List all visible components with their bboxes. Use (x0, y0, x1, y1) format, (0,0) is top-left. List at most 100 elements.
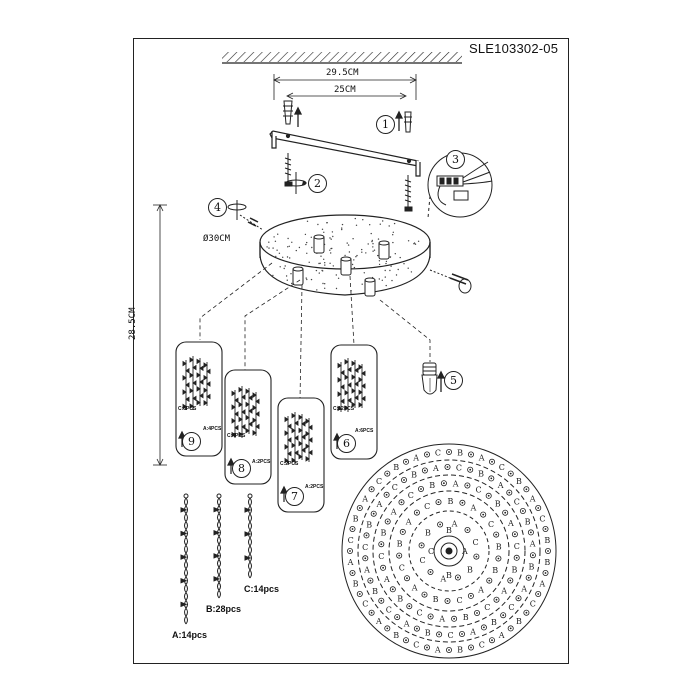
canopy-dot (392, 241, 394, 244)
ring-bead-core (461, 633, 463, 635)
canopy-dot (372, 243, 374, 245)
ring-bead-core (532, 554, 534, 557)
ring-bead-core (429, 615, 432, 618)
ring-letter: B (512, 565, 518, 574)
canopy-dot (310, 278, 313, 281)
pendant-strand (284, 416, 292, 464)
ring-letter: C (420, 556, 426, 565)
canopy-dot (395, 274, 398, 276)
ring-bead-core (469, 468, 472, 471)
canopy-dot (361, 248, 363, 251)
ring-letter: A (520, 584, 527, 593)
ring-bead-core (509, 627, 512, 630)
canopy-dot (410, 271, 413, 273)
canopy-dot (306, 278, 308, 281)
canopy-dot (306, 220, 309, 222)
canopy-dot (385, 260, 388, 263)
ring-bead-core (405, 460, 407, 463)
ring-letter: C (530, 600, 536, 609)
ring-bead-core (443, 482, 445, 485)
ring-bead-core (525, 488, 528, 491)
pendant-strand (231, 390, 239, 438)
pendant-9-label-a: A:4PCS (203, 426, 222, 432)
ring-bead-core (522, 510, 524, 512)
ring-bead-core (372, 512, 375, 515)
ring-bead-core (403, 479, 405, 481)
ring-letter: C (539, 514, 545, 523)
canopy-dot (392, 234, 394, 236)
ring-letter: A (403, 620, 410, 629)
canopy-dot (291, 282, 293, 285)
ring-letter: B (448, 497, 454, 506)
step-2-badge: 2 (308, 174, 327, 193)
ring-bead-core (349, 550, 351, 552)
canopy-dot (316, 289, 318, 291)
canopy-dot (384, 276, 386, 278)
ring-bead-core (514, 533, 516, 536)
ring-letter: B (467, 566, 473, 575)
ring-letter: A (375, 617, 382, 626)
canopy-dot (287, 246, 289, 248)
ring-letter: C (484, 603, 490, 612)
ring-letter: A (405, 517, 412, 526)
height-dimension-line (153, 204, 167, 466)
canopy-dot (286, 279, 288, 281)
ring-bead-core (386, 472, 389, 475)
ring-bead-core (406, 577, 408, 580)
canopy-dot (266, 246, 268, 248)
canopy-dot (367, 243, 369, 245)
ring-bead-core (508, 491, 511, 494)
strand-a (180, 493, 189, 625)
ring-letter: C (476, 486, 482, 495)
ring-bead-core (364, 557, 367, 560)
ring-letter: C (508, 603, 514, 612)
canopy-dot (274, 240, 277, 242)
ring-letter: A (477, 585, 484, 594)
canopy-dot (379, 223, 381, 225)
canopy-dot (378, 260, 381, 262)
canopy-dot (283, 267, 285, 270)
ring-bead-core (426, 453, 428, 456)
canopy-dot (288, 245, 290, 247)
ring-letter: C (386, 605, 392, 614)
canopy-dot (397, 268, 399, 271)
ring-letter: B (393, 463, 399, 472)
ring-bead-core (490, 477, 493, 480)
ring-bead-core (488, 579, 491, 582)
canopy-dot (306, 252, 308, 254)
ring-bead-core (365, 534, 368, 537)
pendant-7-label-a: A:2PCS (305, 484, 324, 490)
pendant-strand (358, 364, 366, 408)
ring-letter: C (456, 464, 462, 473)
ring-letter: A (498, 631, 505, 640)
ring-bead-core (475, 555, 478, 558)
ring-letter: C (499, 463, 505, 472)
rotate-arrow-icon (285, 172, 307, 194)
ring-bead-core (439, 523, 441, 526)
canopy-dot (370, 232, 372, 235)
ring-bead-core (487, 494, 490, 497)
canopy-dot (351, 263, 354, 266)
step-3-badge: 3 (446, 150, 465, 169)
ring-bead-core (429, 571, 432, 573)
ring-letter: A (383, 575, 390, 584)
ring-bead-core (408, 605, 411, 608)
canopy-dot (388, 225, 390, 227)
ring-letter: A (452, 479, 459, 488)
canopy-dot (321, 228, 324, 230)
canopy-dot (273, 236, 275, 238)
canopy-dot (381, 279, 383, 281)
ring-letter: A (451, 520, 458, 529)
canopy-dot (337, 277, 340, 279)
ring-bead-core (446, 466, 449, 468)
ring-letter: A (538, 580, 545, 589)
wall-anchor-right (404, 111, 412, 133)
canopy-dot (323, 231, 325, 233)
ring-letter: C (362, 600, 368, 609)
ring-letter: C (448, 631, 454, 640)
ring-letter: C (378, 552, 384, 561)
ring-bead-core (537, 507, 540, 509)
canopy-dot (332, 265, 334, 267)
strand-c (244, 493, 253, 579)
